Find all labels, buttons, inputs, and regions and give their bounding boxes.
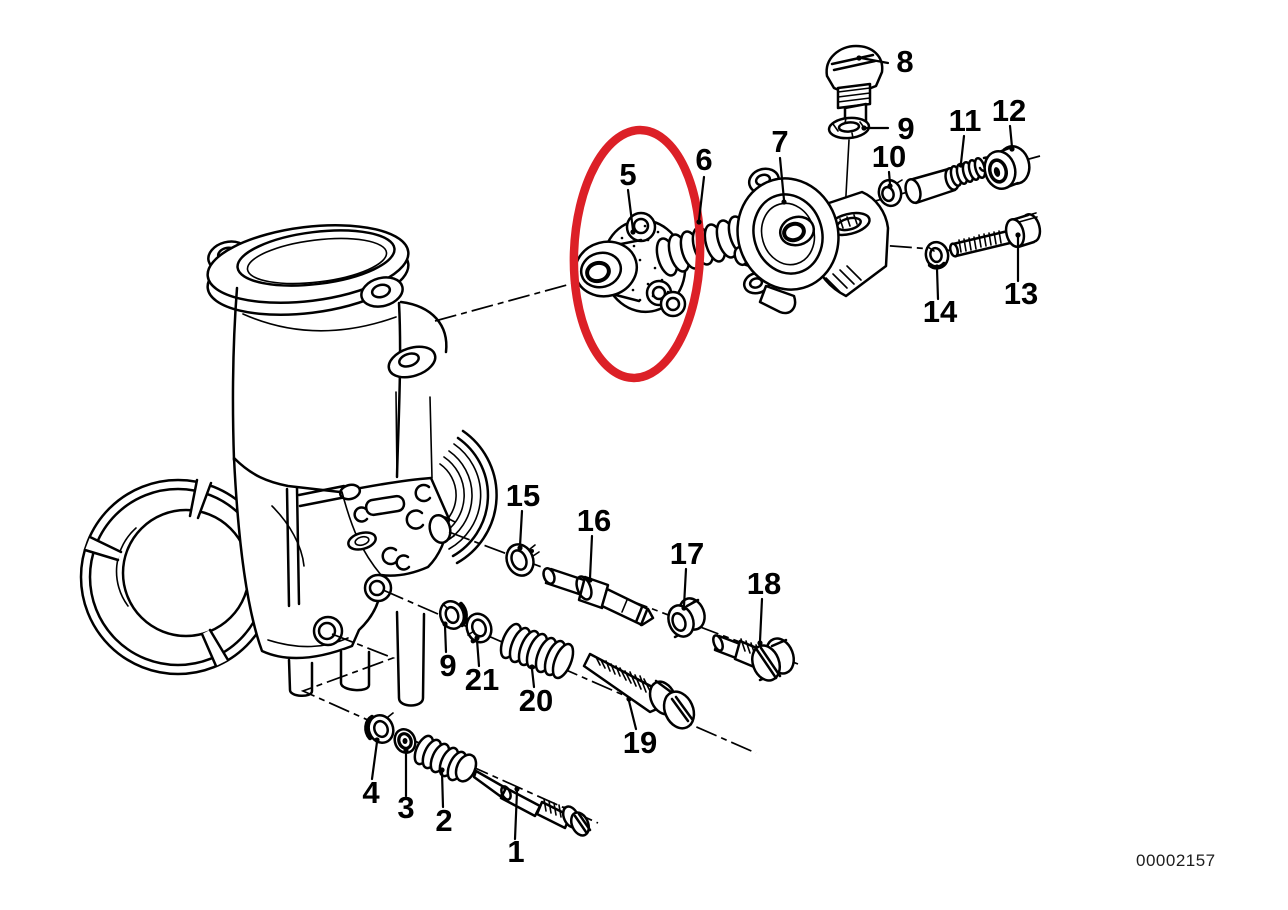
part-15-circlip xyxy=(505,543,540,577)
part-4-ring xyxy=(364,712,395,744)
part-label-4: 4 xyxy=(362,775,380,810)
part-label-2: 2 xyxy=(435,803,452,838)
part-label-18: 18 xyxy=(747,566,781,601)
part-12-cap-nut xyxy=(983,144,1031,191)
ribbed-disc xyxy=(395,391,498,565)
part-13-bolt xyxy=(949,212,1042,258)
part-label-9-top: 9 xyxy=(897,111,914,146)
part-21-circlip xyxy=(465,612,493,644)
part-label-16: 16 xyxy=(577,503,611,538)
part-label-14: 14 xyxy=(923,294,958,329)
part-9-washer-bottom xyxy=(438,600,468,630)
part-20-spring xyxy=(499,622,575,680)
part-9-washer-top xyxy=(827,116,871,140)
part-18-plug-screw xyxy=(712,634,795,682)
part-5-diaphragm-cover xyxy=(574,211,687,318)
part-label-15: 15 xyxy=(506,478,540,513)
part-1-idle-screw xyxy=(472,769,592,837)
part-label-6: 6 xyxy=(695,142,712,177)
part-label-21: 21 xyxy=(465,662,499,697)
carburetor-body xyxy=(79,224,498,707)
part-label-10: 10 xyxy=(872,139,906,174)
part-label-12: 12 xyxy=(992,93,1026,128)
part-label-9-bottom: 9 xyxy=(439,648,456,683)
diagram-id-watermark: 00002157 xyxy=(1136,851,1216,870)
red-highlight-ellipse xyxy=(569,125,705,383)
part-2-spring xyxy=(413,734,478,783)
part-11-screw-spring xyxy=(904,156,995,205)
part-label-7: 7 xyxy=(771,124,788,159)
part-label-1: 1 xyxy=(507,834,524,869)
part-label-8: 8 xyxy=(896,44,913,79)
part-10-ring xyxy=(877,178,903,208)
part-label-19: 19 xyxy=(623,725,657,760)
leader-lines xyxy=(370,55,1021,841)
air-intake-bell xyxy=(79,478,277,676)
part-19-mixture-screw xyxy=(582,652,696,730)
part-label-13: 13 xyxy=(1004,276,1038,311)
part-label-20: 20 xyxy=(519,683,553,718)
part-label-5: 5 xyxy=(619,157,636,192)
throttle-tower xyxy=(206,224,448,479)
part-label-3: 3 xyxy=(397,790,414,825)
part-label-11: 11 xyxy=(949,103,982,138)
part-7-choke-housing xyxy=(733,167,890,315)
part-3-washer xyxy=(393,728,417,754)
part-17-ring xyxy=(667,597,706,639)
part-16-needle-jet xyxy=(542,567,655,627)
part-number-labels: 5 6 7 8 9 10 11 12 13 14 15 16 17 18 19 … xyxy=(362,44,1038,869)
part-label-17: 17 xyxy=(670,536,704,571)
float-bowl-body xyxy=(232,456,456,707)
